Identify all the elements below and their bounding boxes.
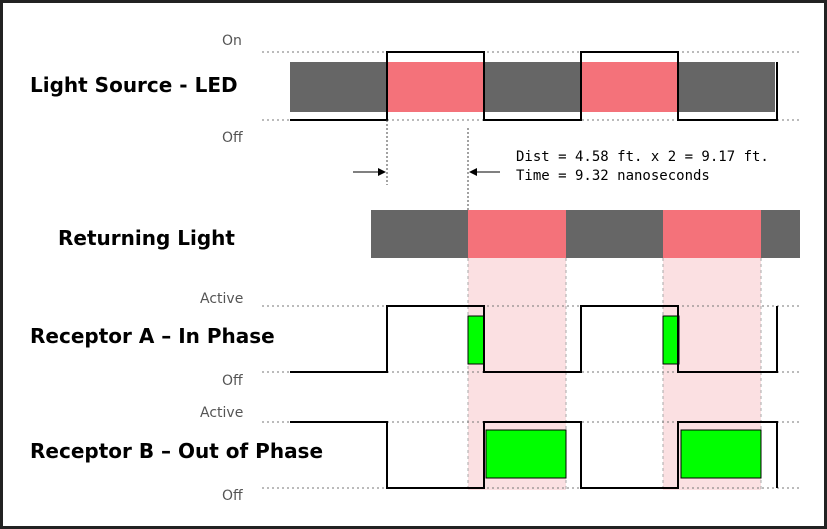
receptor-b-row: Receptor B – Out of Phase Active Off: [30, 405, 800, 504]
receptor-a-charge: [662, 315, 680, 365]
returning-off-segment: [371, 210, 468, 258]
receptor-a-off-label: Off: [222, 373, 243, 389]
receptor-b-charge: [680, 429, 762, 479]
receptor-b-waveform: [290, 421, 778, 489]
distance-note: Dist = 4.58 ft. x 2 = 9.17 ft.: [516, 149, 769, 165]
receptor-a-waveform: [290, 305, 778, 373]
receptor-a-charge: [467, 315, 485, 365]
led-waveform: [290, 51, 778, 121]
receptor-a-active-label: Active: [200, 291, 243, 307]
delay-arrowhead-left: [378, 168, 386, 176]
led-on-label: On: [222, 33, 242, 49]
returning-off-segment: [566, 210, 663, 258]
delay-arrowhead-right: [469, 168, 477, 176]
led-off-segment: [484, 62, 581, 112]
returning-row: Returning Light: [58, 210, 800, 258]
led-off-label: Off: [222, 130, 243, 146]
delay-annotation: Dist = 4.58 ft. x 2 = 9.17 ft. Time = 9.…: [353, 120, 769, 210]
time-note: Time = 9.32 nanoseconds: [516, 168, 710, 184]
led-label: Light Source - LED: [30, 73, 238, 97]
receptor-b-charge: [485, 429, 567, 479]
led-on-segment: [387, 62, 484, 112]
led-row: Light Source - LED On Off: [30, 33, 800, 146]
receptor-b-label: Receptor B – Out of Phase: [30, 439, 323, 463]
returning-off-segment: [761, 210, 800, 258]
receptor-a-label: Receptor A – In Phase: [30, 324, 275, 348]
receptor-b-active-label: Active: [200, 405, 243, 421]
returning-on-segment: [468, 210, 566, 258]
led-on-segment: [581, 62, 678, 112]
receptor-b-off-label: Off: [222, 488, 243, 504]
led-off-segment: [678, 62, 775, 112]
returning-on-segment: [663, 210, 761, 258]
returning-label: Returning Light: [58, 226, 235, 250]
receptor-a-row: Receptor A – In Phase Active Off: [30, 291, 800, 389]
led-off-segment: [290, 62, 387, 112]
